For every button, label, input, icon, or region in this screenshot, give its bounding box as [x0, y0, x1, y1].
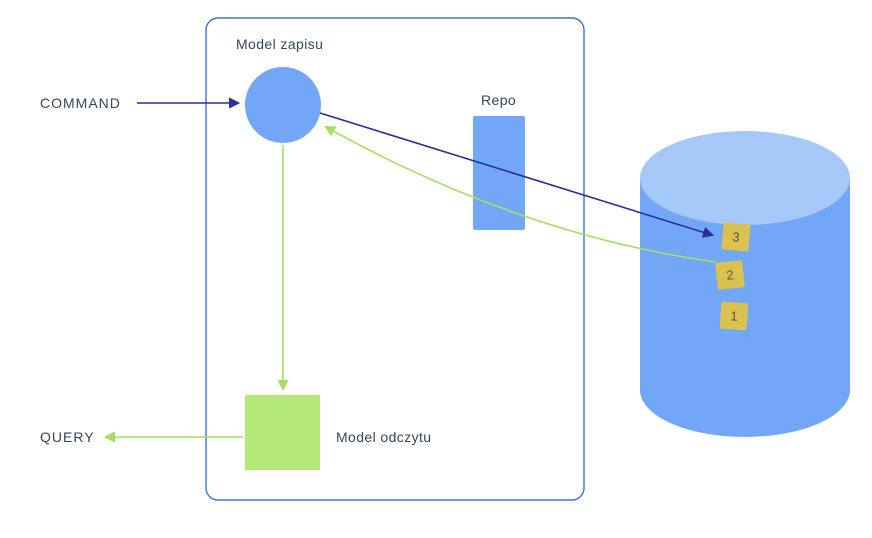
write-model-label: Model zapisu: [236, 36, 323, 52]
cylinder-top: [640, 131, 850, 225]
event-card-rect: [715, 260, 745, 290]
read-model-square: [245, 395, 320, 470]
event-store-cylinder: [640, 131, 850, 437]
event-card-number: 2: [726, 267, 735, 283]
read-model-label: Model odczytu: [336, 429, 431, 445]
write-model-circle: [245, 67, 321, 143]
event-card: 3: [721, 222, 751, 252]
event-card-rect: [721, 222, 751, 252]
event-card: 1: [719, 301, 749, 331]
event-card-number: 3: [732, 229, 741, 245]
query-label: QUERY: [40, 429, 95, 445]
repo-label: Repo: [481, 92, 516, 108]
event-store-to-write-model-arrow: [324, 125, 717, 263]
event-card-number: 1: [730, 308, 738, 323]
command-label: COMMAND: [40, 95, 121, 111]
write-to-event-store-arrow: [319, 112, 715, 238]
event-card: 2: [715, 260, 745, 290]
event-card-rect: [719, 301, 749, 331]
